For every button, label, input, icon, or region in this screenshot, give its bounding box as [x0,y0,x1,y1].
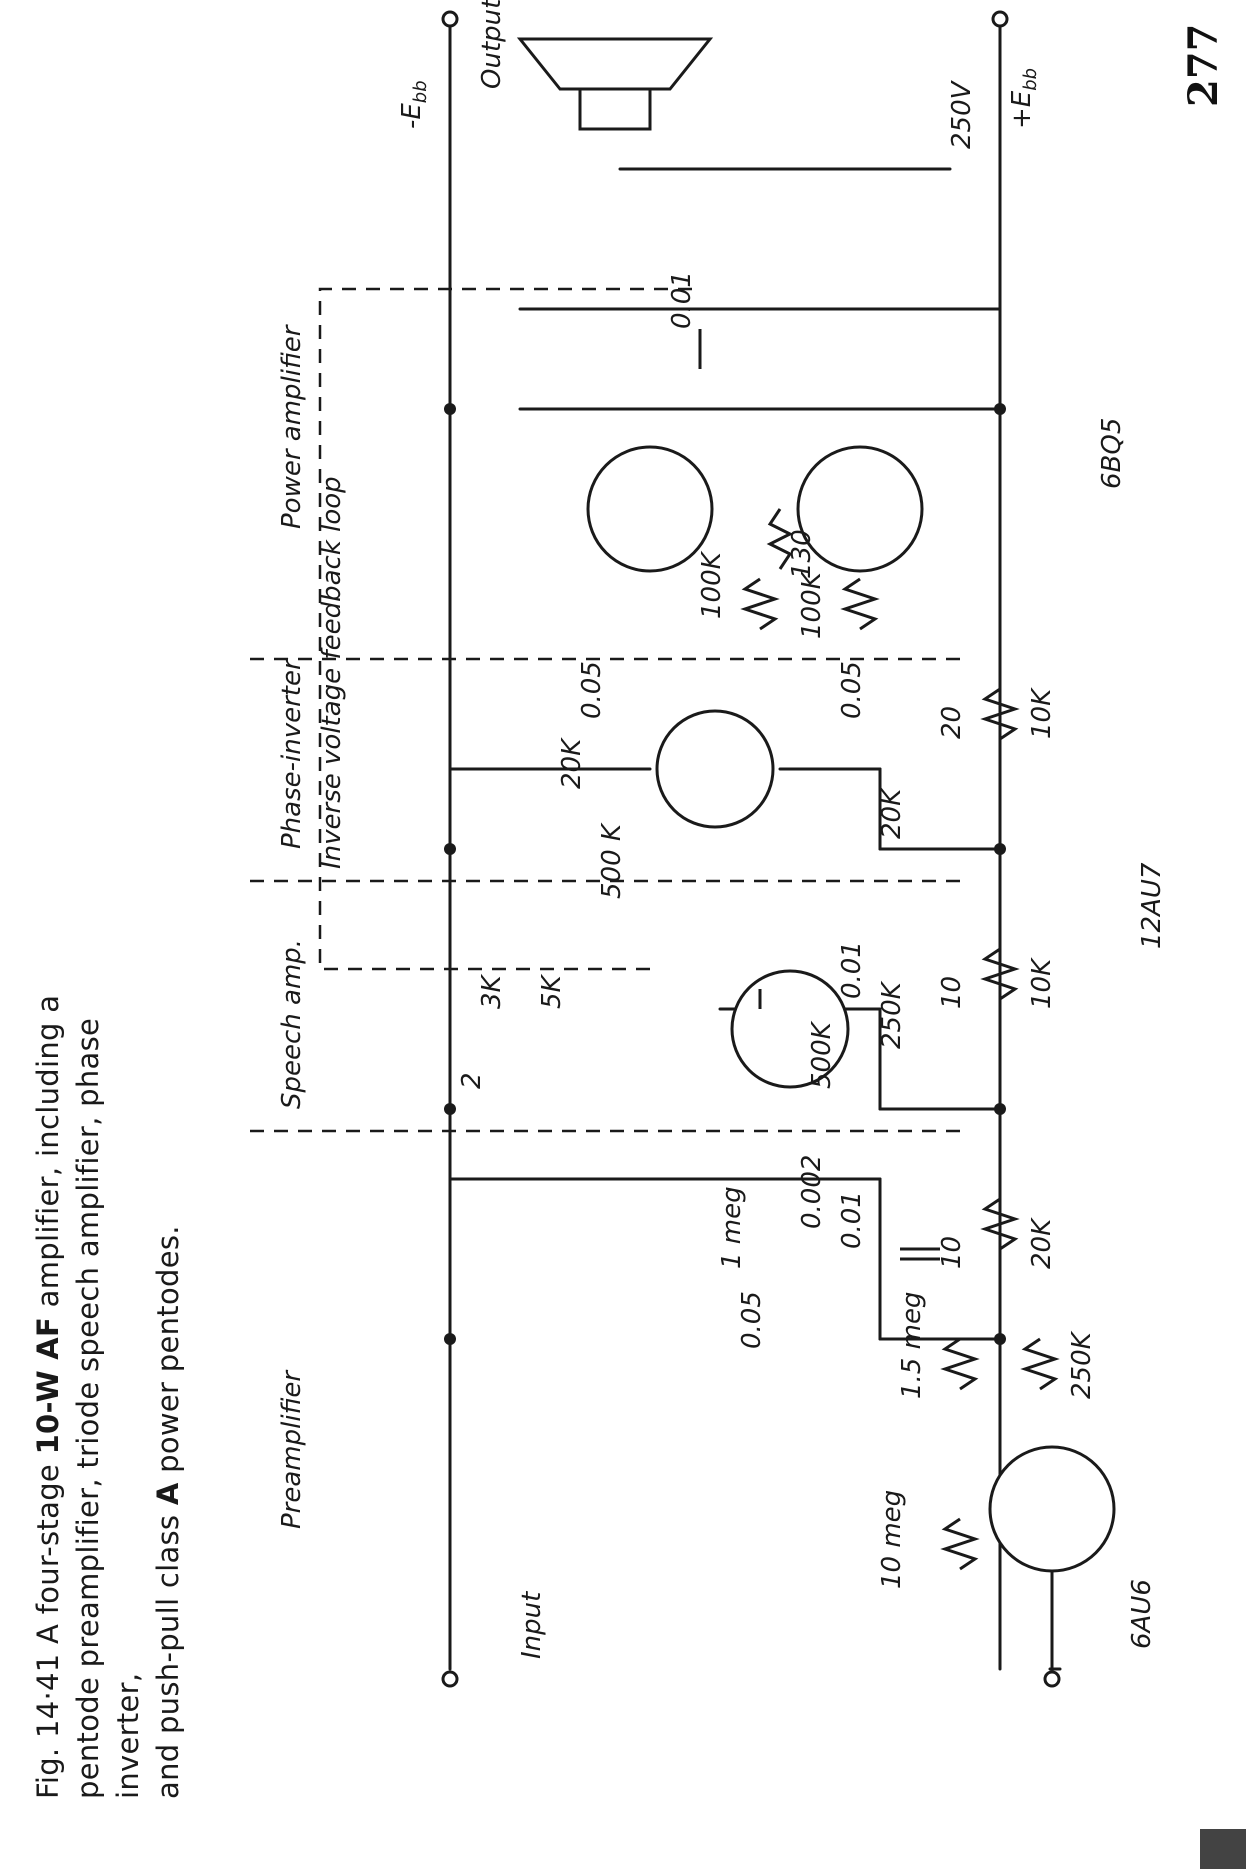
label-r-100k-a: 100K [797,570,827,639]
labels: 6AU6 12AU7 6BQ5 +Ebb 250V -Ebb Preamplif… [277,0,1167,1659]
label-stage-power: Power amplifier [277,323,307,529]
label-c-10-b: 10 [937,976,967,1009]
resistor-20k-a [980,1197,1020,1251]
label-r-10k-b: 10K [1027,687,1057,739]
junction-dot [994,403,1006,415]
resistor-1-5meg [940,1337,980,1391]
label-r-250k-b: 250K [877,980,907,1049]
terminals [441,10,1061,1688]
label-input: Input [517,1591,547,1659]
tube-6bq5-a [796,445,924,573]
junction-dot [444,403,456,415]
label-c-2: 2 [457,1072,487,1089]
label-r-20k-c: 20K [557,737,587,789]
input-terminal[interactable] [1043,1670,1061,1688]
label-r-20k-b: 20K [877,787,907,839]
tube-6bq5-b [586,445,714,573]
label-tube-6bq5: 6BQ5 [1097,418,1127,489]
tube-6au6 [988,1445,1116,1573]
capacitors [698,329,940,1261]
label-r-5k: 5K [537,973,567,1009]
tube-phase-triode [655,709,775,829]
label-c-0-05-b: 0.05 [837,661,867,719]
speaker-cone [516,37,714,91]
stage-separators [250,287,960,1133]
scan-artifact [1200,1829,1246,1869]
feedback-loop-line [318,287,700,971]
label-r-20k-a: 20K [1027,1217,1057,1269]
label-plus-ebb: +Ebb [1007,68,1041,129]
label-c-0-01-c: 0.01 [667,271,697,329]
junction-dot [444,843,456,855]
junction-dots [444,403,1006,1345]
label-r-10meg: 10 meg [877,1490,907,1589]
label-c-0-01-b: 0.01 [837,941,867,999]
resistor-100k-a [840,577,880,631]
junction-dot [994,1333,1006,1345]
label-r-1meg: 1 meg [717,1186,747,1269]
label-stage-speech: Speech amp. [277,939,307,1109]
label-r-250k-a: 250K [1067,1330,1097,1399]
speaker-magnet [578,87,652,131]
junction-dot [994,843,1006,855]
b-plus-terminal[interactable] [991,10,1009,28]
label-c-0-01-a: 0.01 [837,1191,867,1249]
speaker [516,37,714,131]
resistor-100k-b [740,577,780,631]
label-supply-voltage: 250V [947,79,977,149]
resistor-10k-b [980,687,1020,741]
label-tube-12au7: 12AU7 [1137,862,1167,949]
label-r-500k-b: 500 K [597,822,627,899]
label-c-10-a: 10 [937,1236,967,1269]
label-r-100k-b: 100K [697,550,727,619]
label-minus-ebb: -Ebb [397,80,431,129]
label-c-0-002: 0.002 [797,1155,827,1229]
resistor-10meg [940,1517,980,1571]
label-r-500k-a: 500K [807,1020,837,1089]
b-minus-terminal[interactable] [441,10,459,28]
junction-dot [444,1103,456,1115]
junction-dot [444,1333,456,1345]
wires [448,17,1062,1671]
input-ground-terminal[interactable] [441,1670,459,1688]
label-r-130: 130 [787,529,817,579]
label-r-3k: 3K [477,973,507,1009]
resistor-250k-a [1020,1337,1060,1391]
junction-dot [994,1103,1006,1115]
label-c-20: 20 [937,706,967,739]
label-feedback-loop: Inverse voltage feedback loop [317,476,347,869]
label-c-0-05-a: 0.05 [737,1291,767,1349]
resistors [740,508,1060,1571]
label-output: Output [477,0,507,89]
label-tube-6au6: 6AU6 [1127,1579,1157,1649]
label-stage-preamplifier: Preamplifier [277,1369,307,1529]
label-r-10k-a: 10K [1027,957,1057,1009]
label-c-0-05-c: 0.05 [577,661,607,719]
resistor-130 [766,508,794,570]
label-r-1-5meg: 1.5 meg [897,1292,927,1399]
label-stage-phase: Phase-inverter [277,657,307,849]
resistor-10k-a [980,947,1020,1001]
